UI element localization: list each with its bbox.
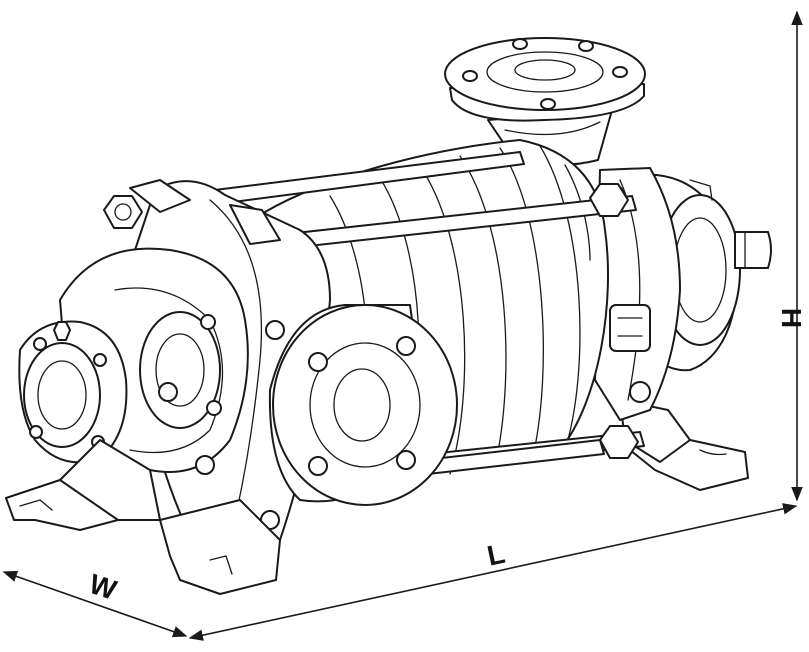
nut-top-left: [103, 195, 143, 229]
length-label: L: [484, 538, 507, 572]
height-label: H: [776, 308, 807, 328]
width-dimension-line: [2, 570, 188, 638]
suction-flange: [268, 304, 458, 506]
nut-top-right: [589, 183, 629, 217]
nut-bottom-right: [599, 425, 639, 459]
front-bearing-cap: [18, 320, 128, 464]
width-label: W: [86, 568, 121, 606]
front-bearing-housing: [59, 247, 249, 475]
dimension-lines: [2, 10, 803, 641]
length-dimension-line: [188, 503, 798, 641]
front-foot: [5, 439, 281, 595]
